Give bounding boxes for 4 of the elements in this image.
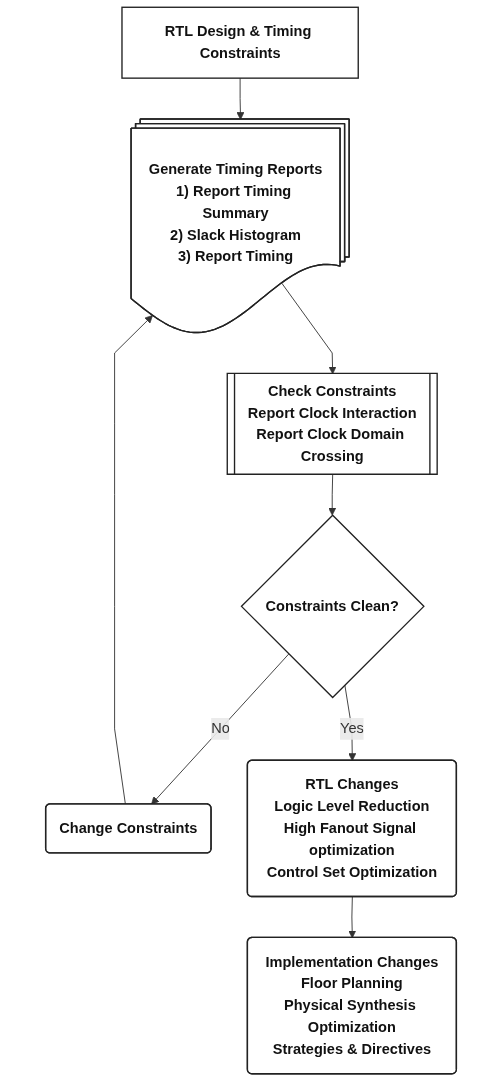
node-box: RTL Design & Timing Constraints [121, 6, 360, 79]
node-diamond: Constraints Clean? [241, 514, 426, 699]
edge-label: No [211, 720, 231, 737]
edge-label: Yes [340, 720, 365, 737]
